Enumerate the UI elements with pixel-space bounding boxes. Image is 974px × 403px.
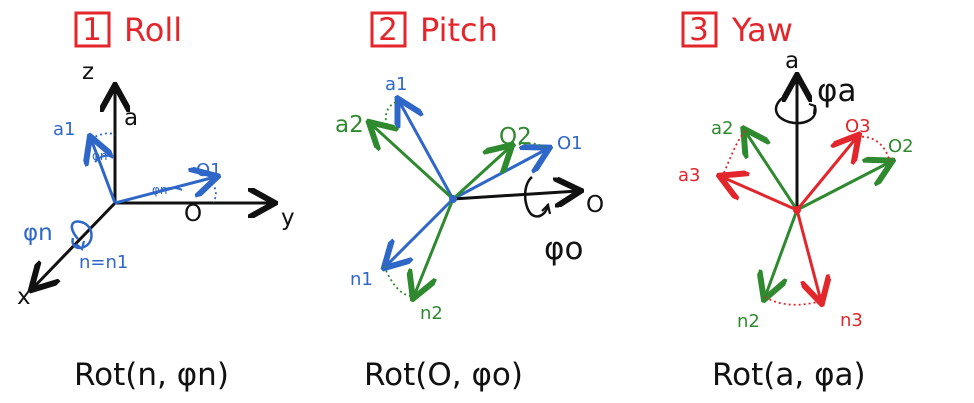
z-label: z	[82, 59, 94, 85]
panel-1-title: Roll	[124, 11, 182, 49]
yaw-o2-vector	[796, 162, 890, 212]
yaw-a-dashed-arc	[721, 130, 746, 178]
phi-a-small-label: φn	[92, 149, 108, 163]
a-rotation-dashed-arc	[90, 132, 116, 140]
panel-roll: 1 Roll z a a1 φn O1 φn O y φn n=n1 x	[17, 11, 295, 393]
pitch-n1-label: n1	[350, 269, 373, 290]
pitch-rotation-loop	[523, 176, 550, 218]
pitch-n1-vector	[386, 197, 455, 266]
pitch-a1-label: a1	[385, 74, 407, 95]
pitch-n2-label: n2	[420, 303, 443, 324]
panel-3-number-box	[681, 11, 718, 48]
panel-pitch: 2 Pitch a1 a2 O2 O1 O φo n1 n2 Rot(O, φo…	[335, 11, 604, 393]
yaw-o3-vector	[795, 137, 857, 211]
y-label: y	[281, 205, 295, 231]
pitch-o-label: O	[586, 192, 604, 218]
pitch-a2-label: a2	[335, 112, 364, 138]
a-label: a	[124, 105, 138, 131]
a-rotation-arc	[94, 154, 114, 163]
yaw-n3-label: n3	[840, 310, 863, 331]
yaw-phi-label: φa	[817, 73, 856, 109]
yaw-n2-label: n2	[737, 311, 760, 332]
pitch-rotation-arrowhead	[541, 202, 552, 215]
panel-2-formula: Rot(O, φo)	[364, 357, 523, 393]
pitch-o1-label: O1	[557, 133, 583, 154]
panel-3-formula: Rot(a, φa)	[712, 357, 866, 393]
pitch-a2-vector	[371, 124, 455, 201]
phi-n-rotation-arrowhead	[75, 240, 86, 251]
yaw-n-dashed-arc	[764, 296, 822, 306]
yaw-a2-label: a2	[711, 118, 733, 139]
pitch-o-axis	[452, 191, 578, 199]
yaw-origin	[793, 206, 801, 214]
panel-1-number-box	[74, 11, 111, 48]
yaw-a2-vector	[745, 131, 799, 211]
panel-1-number: 1	[82, 12, 102, 48]
a1-vector	[91, 139, 117, 204]
pitch-n-dashed-arc	[383, 265, 415, 297]
yaw-n2-vector	[765, 209, 799, 297]
yaw-n3-vector	[795, 209, 821, 301]
a1-label: a1	[53, 119, 75, 140]
pitch-phi-label: φo	[544, 231, 583, 267]
o1-label: O1	[196, 160, 222, 181]
o-rotation-arc	[153, 186, 183, 195]
panel-3-title: Yaw	[731, 11, 793, 49]
pitch-a1-vector	[399, 101, 455, 200]
x-label: x	[17, 284, 31, 310]
pitch-a-dashed-arc	[384, 101, 398, 126]
yaw-a3-vector	[722, 177, 798, 212]
panel-2-number-box	[370, 11, 407, 48]
panel-yaw: 3 Yaw a φa a2 a3 O3 O2 n2 n3 Rot(a, φa)	[678, 11, 914, 393]
panel-2-number: 2	[378, 12, 398, 48]
yaw-o-dashed-arc	[856, 135, 891, 163]
o1-vector	[114, 177, 215, 205]
o-label: O	[184, 201, 202, 227]
panel-1-formula: Rot(n, φn)	[74, 357, 229, 393]
phi-n-rotation-loop	[70, 220, 93, 250]
n-label: n=n1	[79, 252, 128, 273]
yaw-a3-label: a3	[678, 165, 700, 186]
phi-o-small-label: φn	[152, 183, 168, 197]
panel-2-title: Pitch	[420, 11, 498, 49]
yaw-o3-label: O3	[845, 116, 871, 137]
yaw-o2-label: O2	[888, 136, 914, 157]
yaw-a-label: a	[785, 48, 799, 74]
pitch-o2-vector	[451, 147, 510, 201]
yaw-rotation-arrowhead	[808, 102, 817, 115]
pitch-o-dashed-arc	[513, 142, 548, 150]
panel-3-number: 3	[689, 12, 709, 48]
pitch-n2-vector	[414, 198, 455, 296]
yaw-rotation-loop	[774, 93, 817, 125]
pitch-origin	[449, 195, 457, 203]
phi-n-label: φn	[23, 220, 53, 246]
pitch-o2-label: O2	[499, 124, 532, 150]
o-rotation-dashed-arc	[211, 182, 217, 203]
